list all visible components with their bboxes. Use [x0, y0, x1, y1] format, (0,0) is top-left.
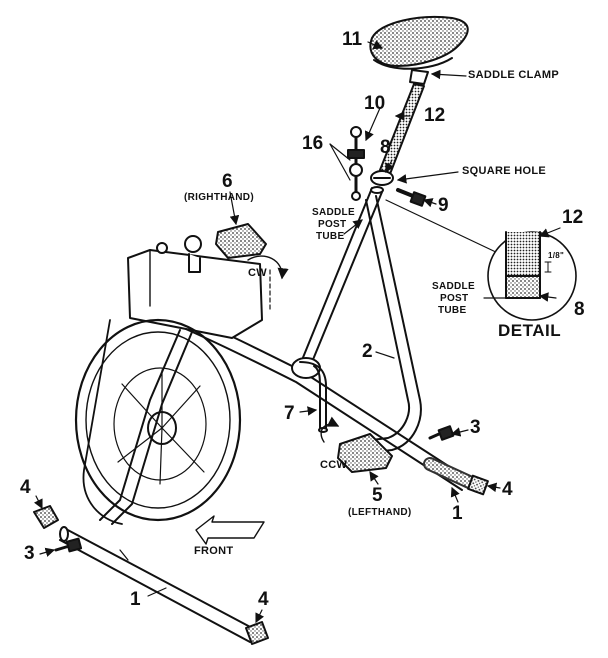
bolt-9	[396, 188, 427, 207]
callout-10: 10	[364, 93, 386, 114]
detail-saddle-label-line1: SADDLE	[432, 281, 475, 292]
callout-9: 9	[438, 195, 449, 216]
callout-4-left: 4	[20, 477, 31, 498]
saddle	[369, 16, 469, 70]
saddle-post-tube-label-line3: TUBE	[316, 231, 345, 242]
callout-16: 16	[302, 133, 324, 154]
lefthand-label: (LEFTHAND)	[348, 507, 412, 518]
pedal-left-5	[337, 433, 393, 473]
callout-7: 7	[284, 403, 295, 424]
callout-11: 11	[342, 29, 363, 50]
callout-4-bottom: 4	[258, 589, 269, 610]
callout-2: 2	[362, 341, 373, 362]
flywheel	[74, 318, 242, 525]
adjustment-knob-8	[370, 170, 394, 186]
saddle-post-tube-label-line2: POST	[318, 219, 347, 230]
detail-saddle-label-line3: TUBE	[438, 305, 467, 316]
saddle-post-tube-label-line1: SADDLE	[312, 207, 355, 218]
saddle-clamp	[409, 69, 429, 85]
callout-8-top: 8	[380, 137, 391, 158]
callout-1-bottom: 1	[130, 589, 141, 610]
detail-saddle-label-line2: POST	[440, 293, 469, 304]
front-stabilizer-1	[59, 526, 257, 643]
callout-3-right: 3	[470, 417, 481, 438]
pedal-right-6	[215, 223, 267, 259]
end-cap-4-left	[33, 505, 59, 529]
righthand-label: (RIGHTHAND)	[184, 192, 254, 203]
saddle-post	[379, 83, 425, 175]
front-direction-arrow	[195, 515, 265, 545]
callout-5: 5	[372, 485, 383, 506]
callout-12-top: 12	[424, 105, 446, 126]
detail-circle	[487, 231, 577, 321]
callout-1-right: 1	[452, 503, 463, 524]
callout-12-detail: 12	[562, 207, 584, 228]
callout-leaders	[33, 40, 561, 624]
detail-leader-line	[385, 199, 501, 255]
bolt-3-left	[54, 537, 83, 553]
dimension-label: 1/8"	[548, 251, 565, 260]
bolt-10	[347, 126, 365, 201]
saddle-post-tube	[301, 186, 422, 455]
console-housing	[127, 235, 271, 339]
callout-4-right: 4	[502, 479, 513, 500]
cw-arrow	[247, 255, 289, 280]
callout-8-detail: 8	[574, 299, 585, 320]
ccw-arrow	[320, 416, 340, 443]
detail-title: DETAIL	[498, 321, 562, 340]
callout-6: 6	[222, 171, 233, 192]
bolt-3-right	[428, 425, 455, 441]
cw-label: CW	[248, 267, 267, 279]
saddle-clamp-label: SADDLE CLAMP	[468, 69, 559, 81]
rear-stabilizer-1-right	[423, 457, 489, 496]
end-cap-4-bottom	[245, 621, 269, 645]
callout-3-left: 3	[24, 543, 35, 564]
front-label: FRONT	[194, 545, 234, 557]
square-hole-label: SQUARE HOLE	[462, 165, 546, 177]
ccw-label: CCW	[320, 459, 348, 471]
